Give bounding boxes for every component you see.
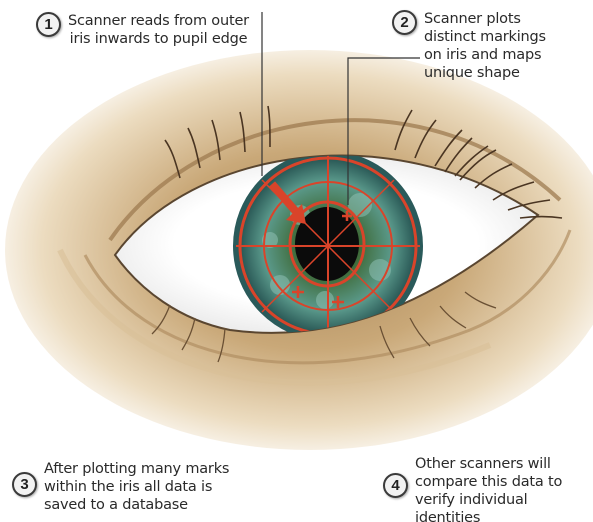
step-number-badge: 1 — [36, 12, 61, 37]
step-description: After plotting many marks within the iri… — [44, 460, 229, 514]
step-1-callout: 1 Scanner reads from outer iris inwards … — [36, 12, 249, 48]
step-4-callout: 4 Other scanners will compare this data … — [383, 455, 593, 522]
step-description: Scanner reads from outer iris inwards to… — [68, 12, 249, 48]
step-description: Scanner plots distinct markings on iris … — [424, 10, 546, 82]
step-number-badge: 3 — [12, 472, 37, 497]
step-3-callout: 3 After plotting many marks within the i… — [12, 460, 229, 514]
step-number-badge: 4 — [383, 473, 408, 498]
step-number-badge: 2 — [392, 10, 417, 35]
step-description: Other scanners will compare this data to… — [415, 455, 593, 522]
step-2-callout: 2 Scanner plots distinct markings on iri… — [392, 10, 546, 82]
